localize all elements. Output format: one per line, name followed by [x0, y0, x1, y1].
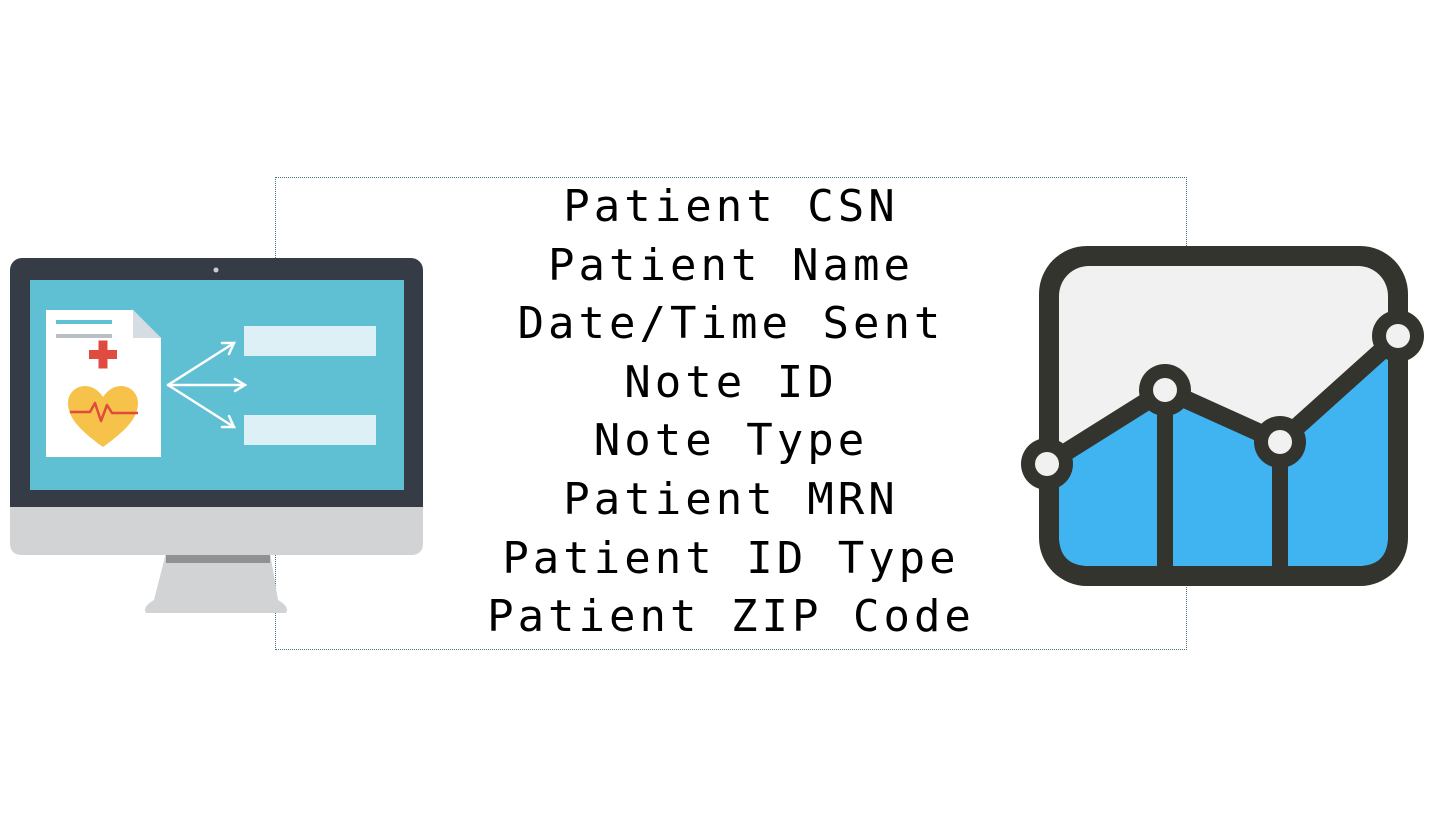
- chart-stem: [1157, 390, 1173, 572]
- field-patient-csn: Patient CSN: [563, 181, 899, 232]
- monitor-stand-shadow: [166, 553, 270, 563]
- field-placeholder: [244, 326, 376, 356]
- split-arrows-icon: [166, 341, 248, 429]
- monitor-stand: [145, 553, 287, 613]
- field-note-type: Note Type: [593, 415, 869, 467]
- chart-area: [1047, 336, 1398, 566]
- field-patient-mrn: Patient MRN: [563, 473, 899, 525]
- monitor-chin: [10, 507, 423, 555]
- chart-points: [1021, 310, 1424, 490]
- chart-line: [1038, 327, 1407, 473]
- heartbeat-line-icon: [70, 401, 138, 423]
- medical-document-icon: [46, 310, 161, 457]
- field-note-id: Note ID: [624, 356, 838, 408]
- chart-stem: [1272, 442, 1288, 572]
- field-placeholder: [244, 415, 376, 445]
- field-patient-id-type: Patient ID Type: [502, 532, 960, 584]
- field-list: Patient CSN Patient Name Date/Time Sent …: [275, 178, 1187, 647]
- field-patient-zip-code: Patient ZIP Code: [487, 591, 975, 643]
- line-chart-icon: [1021, 246, 1424, 586]
- field-patient-name: Patient Name: [548, 239, 914, 291]
- webcam-icon: [213, 267, 219, 273]
- computer-medical-record-icon: [10, 258, 423, 613]
- field-date-time-sent: Date/Time Sent: [517, 298, 945, 350]
